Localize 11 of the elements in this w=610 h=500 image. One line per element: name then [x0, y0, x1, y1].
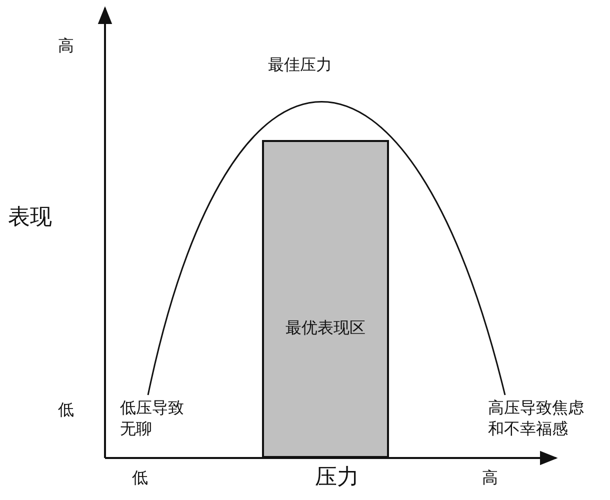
axis-title: 表现	[8, 204, 52, 232]
axis-tick-label: 高	[58, 36, 74, 57]
zone-note: 低压导致无聊	[120, 398, 185, 440]
axis-title: 压力	[315, 464, 359, 492]
peak-label: 最佳压力	[268, 55, 332, 76]
axis-tick-label: 低	[58, 400, 74, 421]
zone-label: 最优表现区	[284, 318, 366, 339]
axis-tick-label: 低	[132, 468, 148, 489]
axis-tick-label: 高	[482, 468, 498, 489]
zone-note: 高压导致焦虑和不幸福感	[488, 398, 585, 440]
zone-rect	[262, 140, 389, 458]
